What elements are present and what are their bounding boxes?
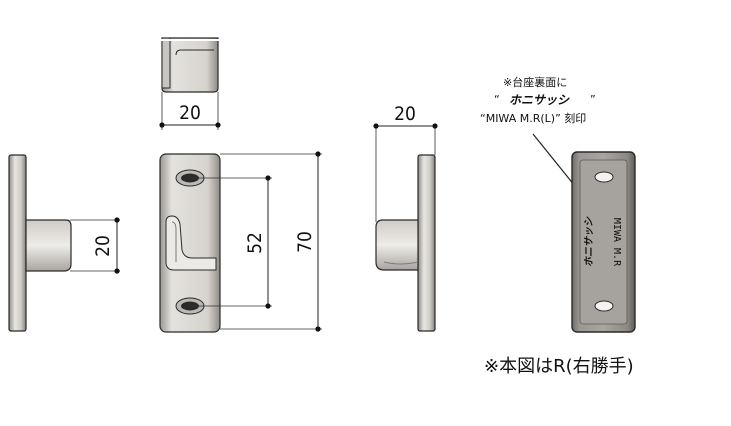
pitch-dim-dot-top <box>265 175 271 181</box>
left-side-view: 20 <box>8 154 120 332</box>
left-tongue <box>25 219 72 272</box>
back-plate-view: ホニサッシ MIWA M.R <box>571 151 636 333</box>
engraving-note-quote-close: ” <box>590 93 596 106</box>
side-dim-dot-left <box>373 123 379 129</box>
side-dim-dot-right <box>432 123 438 129</box>
engraving-note-line3: “MIWA M.R(L)” 刻印 <box>480 111 586 125</box>
top-view: 20 <box>159 37 221 130</box>
back-plate-top-hole <box>594 171 614 183</box>
hole-pitch-label: 52 <box>244 232 266 254</box>
left-height-label: 20 <box>92 235 114 257</box>
right-tongue <box>375 219 419 271</box>
back-plate-brand-mark: ホニサッシ <box>583 216 595 267</box>
top-view-slot <box>175 49 214 56</box>
engraving-note-brand: ホニサッシ <box>509 93 570 107</box>
back-plate-bottom-hole <box>594 300 614 312</box>
top-view-flange <box>161 37 171 89</box>
left-base-plate <box>8 154 27 332</box>
left-dim-dot-top <box>114 217 120 223</box>
left-dim-dot-bottom <box>114 268 120 274</box>
handedness-caption: ※本図はR(右勝手) <box>484 356 634 377</box>
back-plate-model-mark: MIWA M.R <box>611 218 622 267</box>
pitch-dim-dot-bottom <box>265 303 271 309</box>
right-side-view: 20 <box>373 103 438 332</box>
right-base-plate <box>417 154 436 332</box>
overall-height-label: 70 <box>294 231 316 253</box>
top-width-label: 20 <box>179 102 201 124</box>
front-plate <box>159 153 221 333</box>
engraving-note-quote-open: “ <box>494 93 500 106</box>
side-width-label: 20 <box>394 103 416 125</box>
back-plate-inner <box>579 159 628 325</box>
front-latch-shade <box>171 221 177 262</box>
overall-dim-dot-bottom <box>315 326 321 332</box>
engraving-note: ※台座裏面に “ ホニサッシ ” “MIWA M.R(L)” 刻印 <box>480 75 596 197</box>
engraving-note-line1: ※台座裏面に <box>503 75 567 89</box>
front-latch-hook <box>165 215 217 271</box>
top-view-body <box>161 37 219 93</box>
right-tongue-shade <box>383 261 419 265</box>
front-view: 52 70 <box>159 151 322 333</box>
top-dim-dot-right <box>215 122 221 128</box>
top-dim-dot-left <box>159 122 165 128</box>
overall-dim-dot-top <box>315 151 321 157</box>
